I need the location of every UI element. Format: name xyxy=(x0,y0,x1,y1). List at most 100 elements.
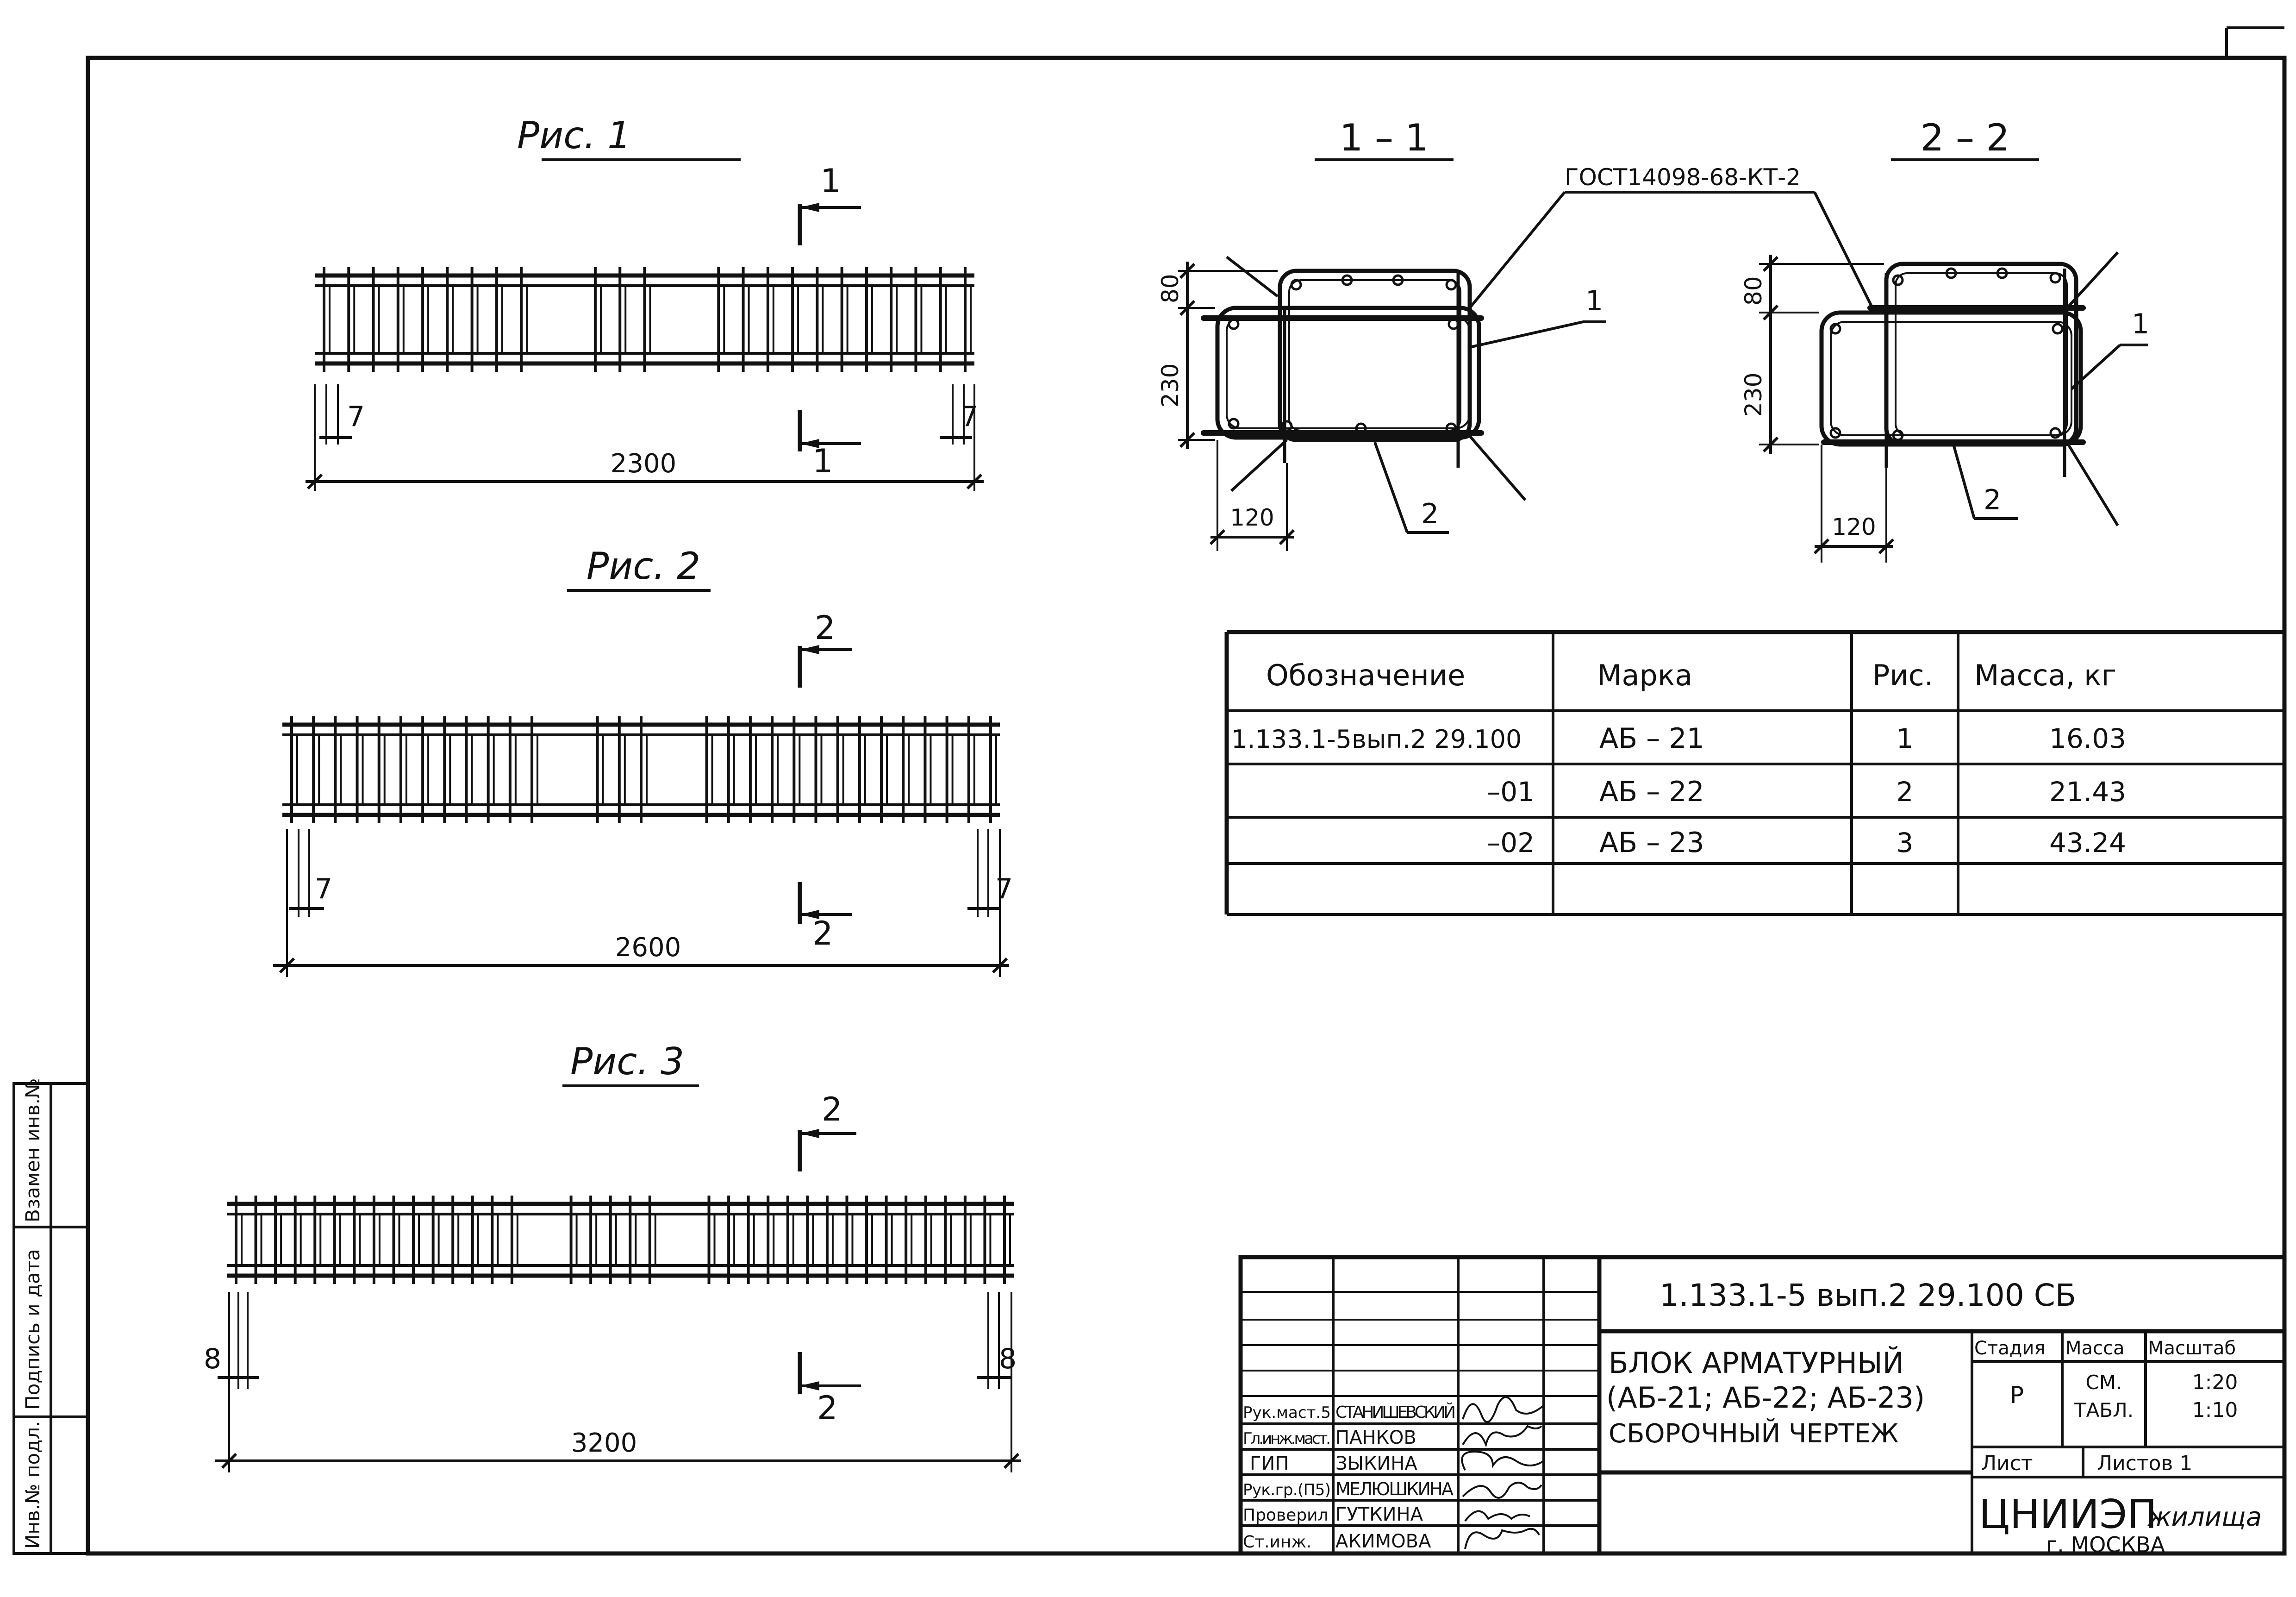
figure-2-title: Рис. 2 xyxy=(586,545,700,588)
spec-row-3-figure: 3 xyxy=(1897,827,1914,858)
title-name-line-2: (АБ-21; АБ-22; АБ-23) xyxy=(1606,1381,1925,1415)
mass-value-1: СМ. xyxy=(2086,1371,2122,1394)
figure-1: Рис. 1 1 1 2300 7 7 xyxy=(306,114,984,491)
cage-elevation-2 xyxy=(282,716,1000,823)
signatures xyxy=(1461,1396,1545,1549)
org-city: г. МОСКВА xyxy=(2046,1532,2165,1557)
section-mark-top-1: 1 xyxy=(798,162,861,245)
scale-value-1: 1:20 xyxy=(2192,1371,2238,1394)
svg-text:1: 1 xyxy=(820,162,841,200)
weld-note-text: ГОСТ14098-68-КТ-2 xyxy=(1565,164,1801,191)
spec-row-1-figure: 1 xyxy=(1897,723,1914,754)
side-stamp-replacement: Взамен инв.№ xyxy=(21,1078,44,1222)
signer-4-name: МЕЛЮШКИНА xyxy=(1335,1479,1454,1499)
svg-text:1: 1 xyxy=(812,442,833,480)
signer-5-name: ГУТКИНА xyxy=(1335,1504,1423,1525)
svg-text:2: 2 xyxy=(817,1389,838,1427)
section-1-1-title: 1 – 1 xyxy=(1340,116,1429,159)
svg-text:2: 2 xyxy=(822,1090,842,1128)
title-name-line-3: СБОРОЧНЫЙ ЧЕРТЕЖ xyxy=(1609,1418,1899,1449)
figure-2-length: 2600 xyxy=(615,933,681,963)
section-mark-bottom-2: 2 xyxy=(798,882,852,952)
section-2-2-height-dim: 230 xyxy=(1740,373,1767,417)
section-2-2-top-dim: 80 xyxy=(1740,276,1767,306)
spec-row-2-figure: 2 xyxy=(1897,776,1914,808)
spec-row-2-designation: –01 xyxy=(1487,776,1535,808)
svg-text:2: 2 xyxy=(815,609,836,647)
spec-row-2-mark: АБ – 22 xyxy=(1599,776,1704,808)
signer-1-role: Рук.маст.5 xyxy=(1243,1403,1331,1422)
section-2-2-width-dim: 120 xyxy=(1832,514,1876,540)
cage-elevation-1 xyxy=(315,267,974,372)
spec-row-1-mass: 16.03 xyxy=(2049,723,2126,754)
figure-3-end-left: 8 xyxy=(204,1343,221,1375)
section-1-1-width-dim: 120 xyxy=(1230,504,1274,531)
figure-3: Рис. 3 2 2 3200 8 8 xyxy=(204,1040,1021,1472)
section-mark-top-3: 2 xyxy=(798,1090,856,1171)
spec-header-mass: Масса, кг xyxy=(1974,658,2116,692)
signer-6-name: АКИМОВА xyxy=(1335,1531,1431,1552)
section-mark-bottom-3: 2 xyxy=(798,1352,861,1427)
sheets-label: Листов 1 xyxy=(2097,1452,2192,1475)
title-code: 1.133.1-5 вып.2 29.100 СБ xyxy=(1660,1278,2076,1313)
spec-row-3-mass: 43.24 xyxy=(2049,827,2126,858)
signer-2-name: ПАНКОВ xyxy=(1335,1427,1416,1448)
signer-6-role: Ст.инж. xyxy=(1243,1533,1311,1552)
figure-3-length: 3200 xyxy=(571,1428,637,1458)
section-mark-bottom-1: 1 xyxy=(798,410,861,480)
side-stamp-signature: Подпись и дата xyxy=(21,1249,44,1410)
signer-2-role: Гл.инж.маст. xyxy=(1243,1429,1331,1448)
spec-row-2-mass: 21.43 xyxy=(2049,776,2126,808)
stage-value: Р xyxy=(2010,1382,2024,1409)
side-stamp: Инв.№ подл. Подпись и дата Взамен инв.№ xyxy=(12,1078,89,1555)
spec-row-1-designation: 1.133.1-5вып.2 29.100 xyxy=(1231,725,1522,754)
section-1-1: 1 – 1 80 230 xyxy=(1157,116,1606,551)
spec-table: Обозначение Марка Рис. Масса, кг 1.133.1… xyxy=(1224,630,2284,916)
org-main: ЦНИИЭП xyxy=(1979,1491,2157,1538)
sheet-frame xyxy=(86,56,2287,1556)
mass-header: Масса xyxy=(2065,1338,2125,1359)
spec-row-1-mark: АБ – 21 xyxy=(1599,722,1704,755)
section-1-1-pos1: 1 xyxy=(1585,285,1603,317)
title-name-line-1: БЛОК АРМАТУРНЫЙ xyxy=(1609,1346,1904,1380)
spec-row-3-designation: –02 xyxy=(1487,827,1535,858)
section-2-2: 2 – 2 80 230 120 xyxy=(1740,116,2149,563)
mass-value-2: ТАБЛ. xyxy=(2074,1399,2134,1422)
section-1-1-top-dim: 80 xyxy=(1157,274,1184,303)
scale-header: Масштаб xyxy=(2148,1338,2236,1359)
figure-3-end-right: 8 xyxy=(999,1343,1017,1375)
section-mark-top-2: 2 xyxy=(798,609,852,688)
title-block: 1.133.1-5 вып.2 29.100 СБ БЛОК АРМАТУРНЫ… xyxy=(1238,1255,2287,1557)
signer-4-role: Рук.гр.(П5) xyxy=(1243,1481,1331,1499)
spec-row-3-mark: АБ – 23 xyxy=(1599,827,1704,859)
figure-1-title: Рис. 1 xyxy=(517,114,631,157)
spec-header-figure: Рис. xyxy=(1872,658,1933,692)
section-1-1-height-dim: 230 xyxy=(1157,363,1184,407)
figure-2-end-left: 7 xyxy=(315,873,332,905)
sheet-label: Лист xyxy=(1981,1452,2033,1475)
cage-elevation-3 xyxy=(227,1196,1014,1284)
side-stamp-inv: Инв.№ подл. xyxy=(21,1421,44,1549)
stage-header: Стадия xyxy=(1974,1338,2045,1359)
figure-2-end-right: 7 xyxy=(995,873,1013,905)
section-2-2-title: 2 – 2 xyxy=(1921,116,2010,159)
signer-3-name: ЗЫКИНА xyxy=(1335,1453,1417,1474)
figure-2: Рис. 2 2 2 2600 7 7 xyxy=(273,545,1013,977)
svg-text:2: 2 xyxy=(812,914,833,952)
spec-header-designation: Обозначение xyxy=(1266,658,1465,692)
section-1-1-pos2: 2 xyxy=(1421,498,1439,530)
weld-note: ГОСТ14098-68-КТ-2 xyxy=(1468,164,1874,309)
section-2-2-pos1: 1 xyxy=(2132,308,2149,340)
org-suffix: жилища xyxy=(2147,1502,2262,1532)
figure-3-title: Рис. 3 xyxy=(570,1040,684,1083)
section-2-2-pos2: 2 xyxy=(1984,484,2001,516)
scale-value-2: 1:10 xyxy=(2192,1398,2238,1422)
signer-1-name: СТАНИШЕВСКИЙ xyxy=(1335,1403,1456,1422)
signer-3-role: ГИП xyxy=(1250,1453,1289,1474)
figure-1-end-left: 7 xyxy=(347,401,365,433)
figure-1-end-right: 7 xyxy=(961,401,978,433)
spec-header-mark: Марка xyxy=(1597,658,1692,692)
signer-5-role: Проверил xyxy=(1243,1506,1329,1525)
figure-1-length: 2300 xyxy=(611,449,677,479)
